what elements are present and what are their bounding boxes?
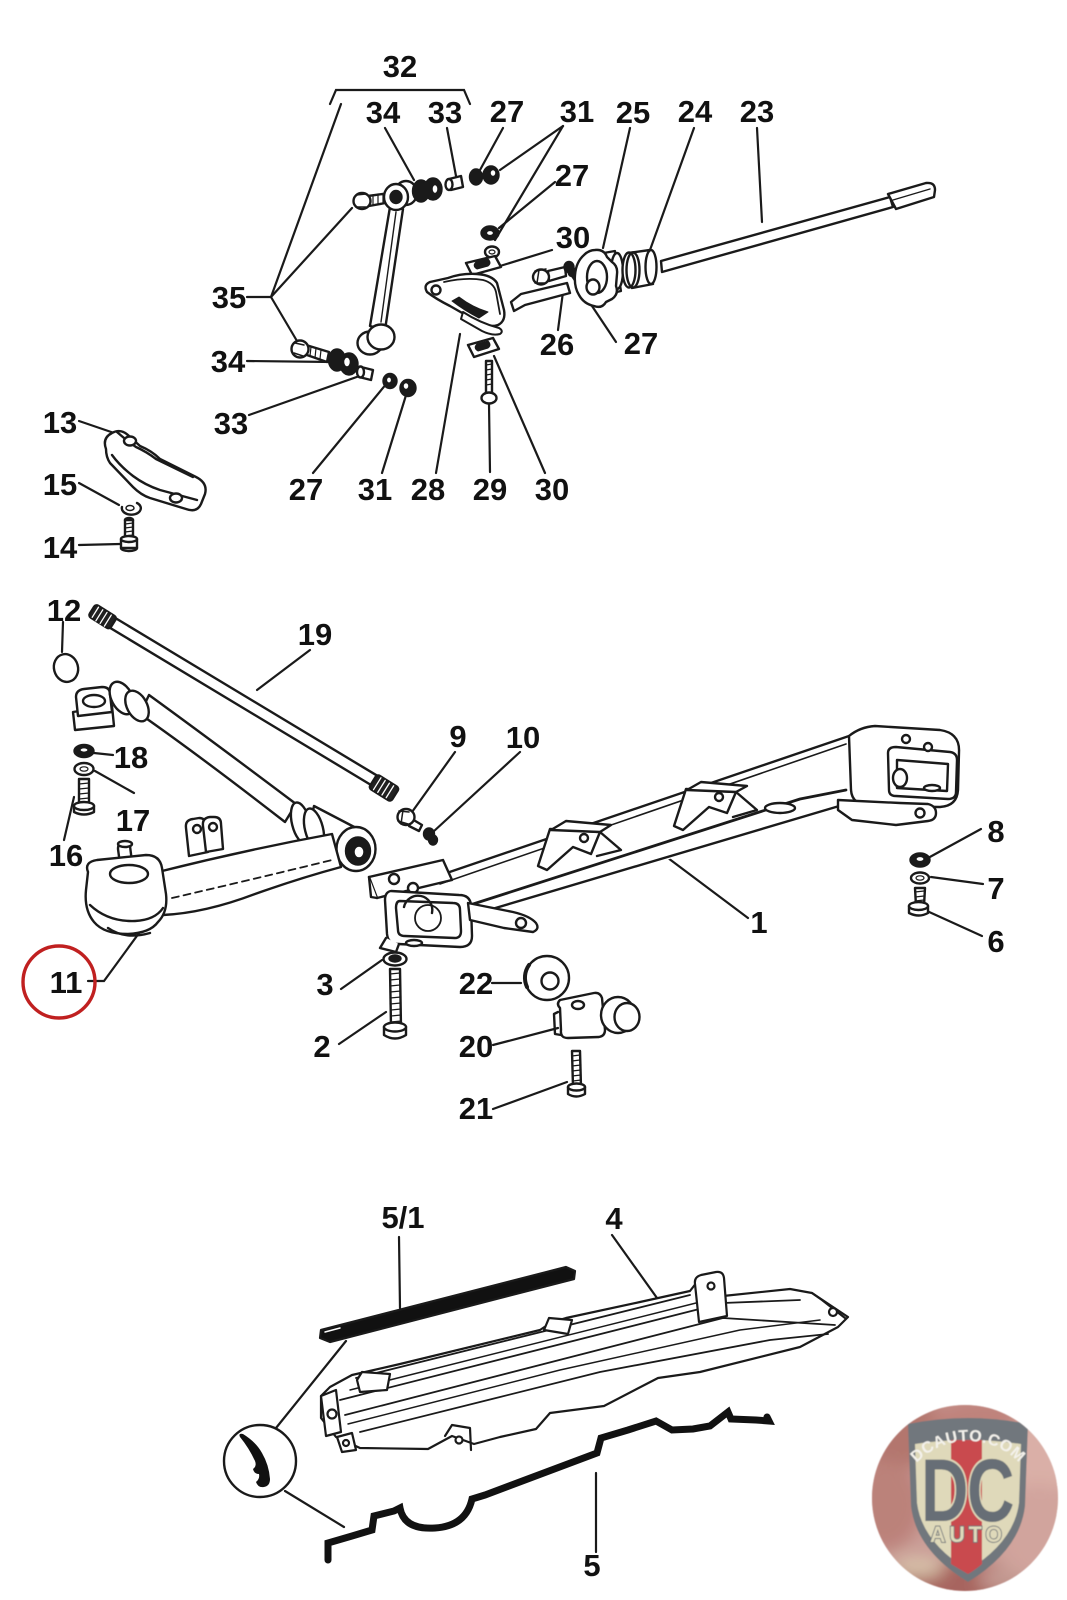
svg-text:33: 33 (428, 95, 462, 130)
svg-text:5: 5 (583, 1548, 600, 1583)
svg-text:20: 20 (459, 1029, 493, 1064)
svg-text:16: 16 (49, 838, 83, 873)
svg-text:28: 28 (411, 472, 445, 507)
svg-text:25: 25 (616, 95, 650, 130)
svg-text:AUTO: AUTO (930, 1522, 1006, 1547)
svg-text:19: 19 (298, 617, 332, 652)
svg-text:5/1: 5/1 (381, 1200, 424, 1235)
svg-text:34: 34 (211, 344, 246, 379)
svg-text:21: 21 (459, 1091, 493, 1126)
svg-text:30: 30 (556, 220, 590, 255)
svg-text:26: 26 (540, 327, 574, 362)
svg-text:12: 12 (47, 593, 81, 628)
svg-text:30: 30 (535, 472, 569, 507)
svg-text:18: 18 (114, 740, 148, 775)
svg-text:27: 27 (555, 158, 589, 193)
svg-text:4: 4 (605, 1201, 623, 1236)
svg-text:7: 7 (987, 871, 1004, 906)
svg-text:8: 8 (987, 814, 1004, 849)
svg-text:3: 3 (316, 967, 333, 1002)
svg-text:27: 27 (624, 326, 658, 361)
svg-text:34: 34 (366, 95, 401, 130)
svg-text:32: 32 (383, 49, 417, 84)
svg-text:33: 33 (214, 406, 248, 441)
svg-text:22: 22 (459, 966, 493, 1001)
svg-text:24: 24 (678, 94, 713, 129)
svg-text:35: 35 (212, 280, 246, 315)
svg-text:1: 1 (750, 905, 767, 940)
svg-text:10: 10 (506, 720, 540, 755)
svg-text:13: 13 (43, 405, 77, 440)
svg-text:15: 15 (43, 467, 77, 502)
svg-text:31: 31 (560, 94, 594, 129)
svg-text:31: 31 (358, 472, 392, 507)
svg-text:23: 23 (740, 94, 774, 129)
svg-text:11: 11 (50, 965, 83, 1000)
svg-text:14: 14 (43, 530, 78, 565)
svg-text:29: 29 (473, 472, 507, 507)
svg-text:2: 2 (313, 1029, 330, 1064)
svg-text:6: 6 (987, 924, 1004, 959)
svg-text:DC: DC (921, 1440, 1013, 1540)
svg-text:27: 27 (289, 472, 323, 507)
svg-text:27: 27 (490, 94, 524, 129)
svg-text:17: 17 (116, 803, 150, 838)
svg-text:9: 9 (449, 719, 466, 754)
